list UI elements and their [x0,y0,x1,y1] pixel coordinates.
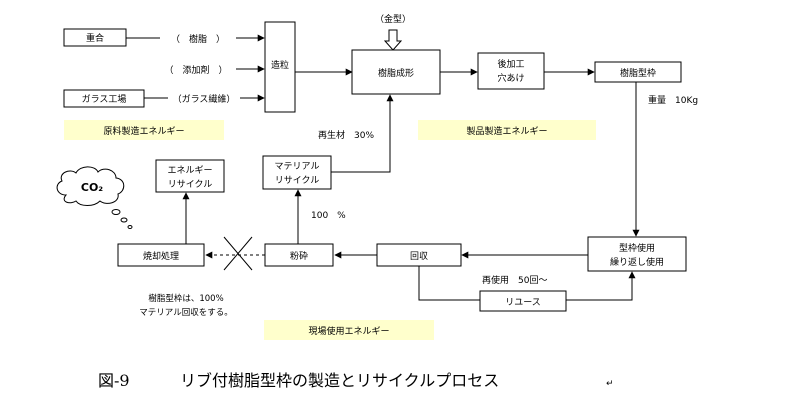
svg-text:後加工: 後加工 [497,58,524,70]
svg-text:樹脂型枠: 樹脂型枠 [620,67,656,79]
cloud-bubble-3 [127,225,133,229]
svg-text:マテリアル: マテリアル [275,161,320,172]
box-material-recycle: マテリアル リサイクル [262,155,332,190]
mold-arrow-icon [383,29,403,51]
label-additive: （ 添加剤 ） [164,64,227,76]
arrow-recycle-to-molding [331,94,394,173]
caption-title: リブ付樹脂型枠の製造とリサイクルプロセス [180,371,499,390]
box-energy-recycle: エネルギー リサイクル [155,159,225,193]
label-mold: （金型） [375,13,411,25]
svg-text:穴あけ: 穴あけ [497,72,524,84]
svg-text:リユース: リユース [505,298,541,308]
cross-line-2 [223,236,253,271]
cloud-bubble-2 [120,217,128,223]
svg-text:焼却処理: 焼却処理 [143,250,179,262]
box-glass-factory: ガラス工場 [63,89,145,108]
svg-text:造粒: 造粒 [271,59,289,71]
label-recycled-ratio: 再生材 30% [318,129,374,141]
label-reuse-count: 再使用 50回～ [482,274,547,286]
line-reuse-down [418,266,480,301]
co2-label: CO₂ [81,181,103,194]
svg-text:原料製造エネルギー: 原料製造エネルギー [103,125,184,137]
label-weight: 重量 10Kg [648,94,698,106]
box-resin-formwork: 樹脂型枠 [594,61,682,83]
cloud-bubble-1 [111,209,121,215]
svg-text:重合: 重合 [86,32,104,44]
svg-text:繰り返し使用: 繰り返し使用 [610,256,664,268]
svg-text:リサイクル: リサイクル [275,175,320,186]
band-raw-material-energy: 原料製造エネルギー [64,120,224,140]
svg-text:製品製造エネルギー: 製品製造エネルギー [466,125,547,137]
box-formwork-use: 型枠使用 繰り返し使用 [587,236,687,272]
box-collection: 回収 [376,243,462,267]
svg-text:リサイクル: リサイクル [168,179,213,190]
svg-text:現場使用エネルギー: 現場使用エネルギー [308,325,389,337]
box-crushing: 粉砕 [264,243,334,267]
label-glassfiber: （ガラス繊維） [173,93,236,105]
svg-text:ガラス工場: ガラス工場 [82,93,127,105]
svg-text:粉砕: 粉砕 [290,250,308,262]
box-granulation: 造粒 [264,21,296,113]
note-line-1: 樹脂型枠は、100% [148,293,223,304]
box-post-processing: 後加工 穴あけ [477,52,545,90]
svg-text:樹脂成形: 樹脂成形 [378,67,414,79]
box-juugou: 重合 [63,28,127,47]
label-resin: （ 樹脂 ） [171,33,225,45]
svg-text:型枠使用: 型枠使用 [619,242,655,254]
box-resin-molding: 樹脂成形 [351,49,441,95]
note-line-2: マテリアル回収をする。 [139,307,232,318]
svg-text:回収: 回収 [410,250,428,262]
arrow-reuse-up [566,271,636,301]
box-incineration: 焼却処理 [117,243,205,267]
svg-text:エネルギー: エネルギー [167,165,212,176]
caption-number: 図-9 [98,371,130,390]
band-site-energy: 現場使用エネルギー [264,320,434,340]
co2-cloud: CO₂ [56,166,133,229]
box-reuse: リユース [479,290,567,312]
label-hundred-percent: 100 % [311,211,346,221]
band-product-energy: 製品製造エネルギー [418,120,596,140]
caption-return-mark: ↵ [606,379,614,389]
